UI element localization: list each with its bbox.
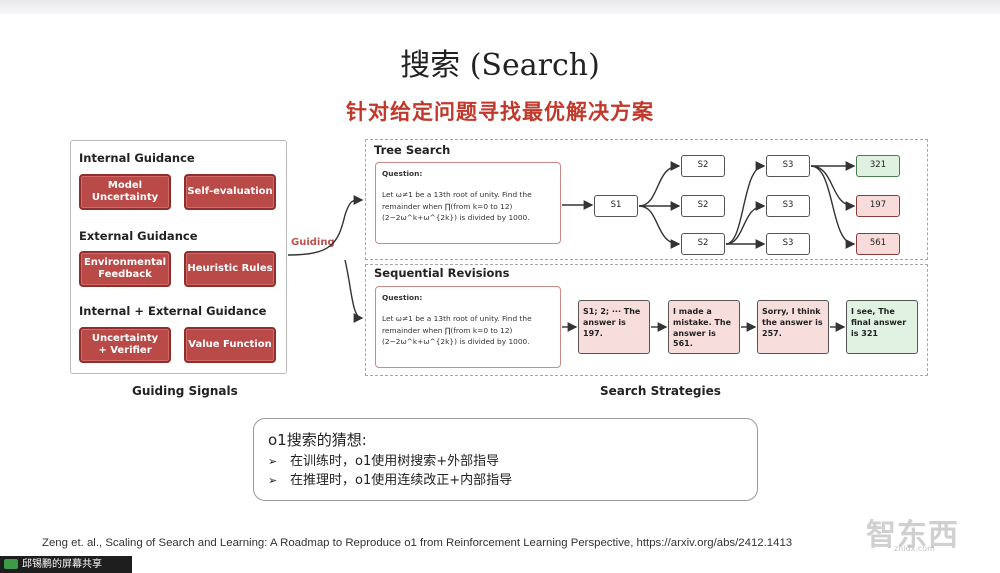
tree-node-s3-3: S3 (766, 233, 810, 255)
tree-node-s2-2: S2 (681, 195, 725, 217)
screen-share-label: 邱锡鹏的屏幕共享 (22, 559, 102, 570)
tree-search-question: Question: Let ω≠1 be a 13th root of unit… (375, 162, 561, 244)
revision-step-2: I made a mistake. The answer is 561. (668, 300, 740, 354)
uncertainty-verifier-block: Uncertainty+ Verifier (79, 327, 171, 363)
tree-node-s2-1: S2 (681, 155, 725, 177)
top-band (0, 0, 1000, 14)
internal-guidance-heading: Internal Guidance (79, 151, 195, 165)
seq-question-text: Let ω≠1 be a 13th root of unity. Find th… (382, 314, 532, 347)
guiding-signals-caption: Guiding Signals (132, 384, 238, 398)
note-item-2-text: 在推理时，o1使用连续改正+内部指导 (290, 472, 513, 488)
heuristic-rules-block: Heuristic Rules (184, 251, 276, 287)
revision-step-1: S1; 2; ··· The answer is 197. (578, 300, 650, 354)
tree-question-label: Question: (382, 169, 423, 178)
tree-search-title: Tree Search (374, 143, 451, 157)
note-item-1: ➢ 在训练时，o1使用树搜索+外部指导 (268, 453, 743, 472)
sequential-revisions-title: Sequential Revisions (374, 266, 510, 280)
internal-external-guidance-heading: Internal + External Guidance (79, 304, 267, 318)
tree-question-text: Let ω≠1 be a 13th root of unity. Find th… (382, 190, 532, 223)
revision-step-4: I see, The final answer is 321 (846, 300, 918, 354)
tree-answer-197: 197 (856, 195, 900, 217)
tree-answer-561: 561 (856, 233, 900, 255)
value-function-block: Value Function (184, 327, 276, 363)
arrow-bullet-icon: ➢ (268, 455, 278, 468)
watermark-text: 智东西 (866, 518, 959, 553)
guiding-label: Guiding (291, 237, 335, 248)
tree-node-s1: S1 (594, 195, 638, 217)
note-item-1-text: 在训练时，o1使用树搜索+外部指导 (290, 454, 500, 469)
tree-node-s3-1: S3 (766, 155, 810, 177)
external-guidance-heading: External Guidance (79, 229, 198, 243)
note-item-2: ➢ 在推理时，o1使用连续改正+内部指导 (268, 472, 743, 491)
search-strategies-caption: Search Strategies (600, 384, 721, 398)
arrow-bullet-icon: ➢ (268, 473, 278, 487)
screen-share-bar[interactable]: 邱锡鹏的屏幕共享 (0, 556, 132, 573)
citation: Zeng et. al., Scaling of Search and Lear… (42, 537, 793, 549)
watermark-logo: 智东西 zhidx.com (866, 508, 984, 556)
watermark-subtext: zhidx.com (894, 544, 935, 553)
seq-question-label: Question: (382, 293, 423, 302)
tree-node-s3-2: S3 (766, 195, 810, 217)
o1-hypothesis-note: o1搜索的猜想: ➢ 在训练时，o1使用树搜索+外部指导 ➢ 在推理时，o1使用连续… (253, 418, 758, 501)
revision-step-3: Sorry, I think the answer is 257. (757, 300, 829, 354)
sequential-question: Question: Let ω≠1 be a 13th root of unit… (375, 286, 561, 368)
tree-node-s2-3: S2 (681, 233, 725, 255)
tree-answer-321: 321 (856, 155, 900, 177)
screen-share-icon (4, 559, 18, 569)
self-evaluation-block: Self-evaluation (184, 174, 276, 210)
slide-title: 搜索 (Search) (400, 48, 600, 83)
note-title: o1搜索的猜想: (268, 431, 367, 449)
slide-subtitle: 针对给定问题寻找最优解决方案 (346, 99, 654, 124)
